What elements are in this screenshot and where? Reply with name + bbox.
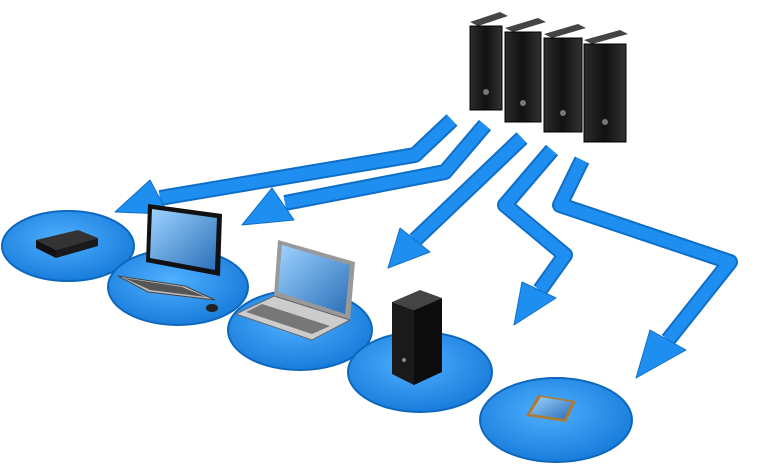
- server-unit: [469, 12, 508, 111]
- server-unit: [504, 18, 546, 123]
- mouse-icon: [206, 304, 218, 312]
- tower-pc-icon: [392, 290, 442, 385]
- server-unit: [583, 30, 628, 143]
- tablet-icon: [526, 395, 576, 422]
- server-unit: [543, 24, 586, 133]
- server-rack-icon: [469, 12, 628, 143]
- arrows: [114, 114, 738, 379]
- arrow-to-set-top-box: [114, 114, 458, 215]
- arrow-to-tower: [497, 144, 573, 326]
- arrow-to-laptop: [387, 132, 528, 269]
- set-top-box-icon: [36, 230, 98, 258]
- desktop-computer-icon: [117, 204, 222, 312]
- laptop-icon: [234, 240, 355, 341]
- arrow-to-tablet: [552, 156, 738, 379]
- arrow-to-desktop: [241, 119, 492, 226]
